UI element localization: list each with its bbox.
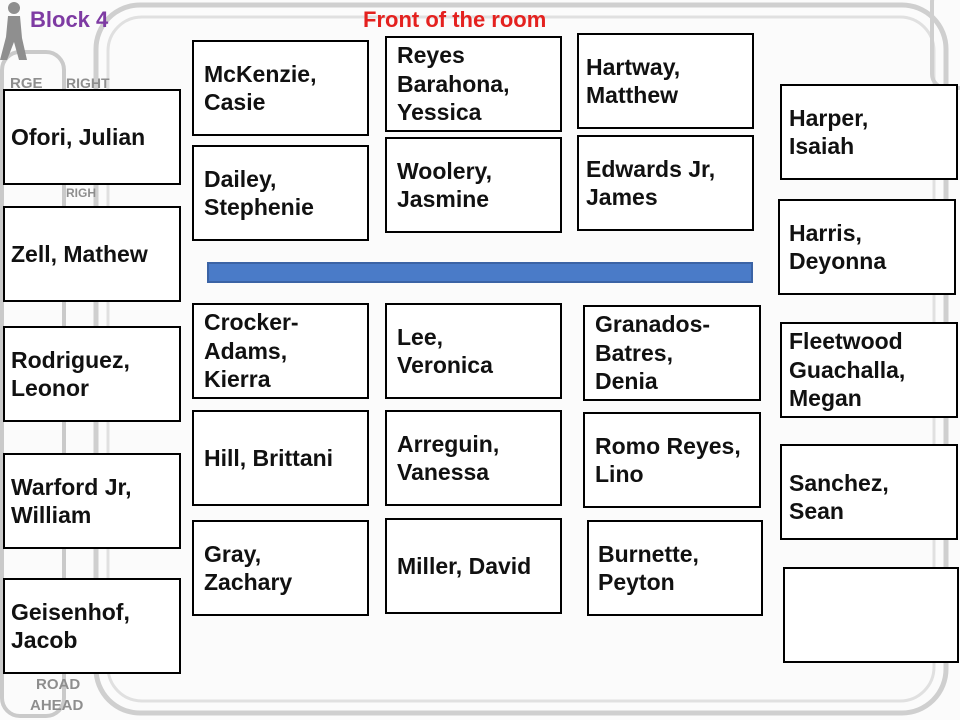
sign-text-fragment: ROAD: [36, 676, 80, 693]
seat-name-line: Lee,: [397, 323, 444, 350]
seat-name-line: Kierra: [204, 366, 271, 393]
seat-mckenzie-casie: McKenzie, Casie: [192, 40, 369, 136]
seat-zell-mathew: Zell, Mathew: [3, 206, 181, 302]
seat-name-line: Stephenie: [204, 194, 314, 220]
pedestrian-sign-icon: [0, 2, 27, 60]
seat-miller-david: Miller, David: [385, 518, 562, 614]
seat-name-line: Matthew: [586, 82, 678, 108]
seat-name-line: Miller, David: [397, 552, 532, 579]
seat-name-line: McKenzie,: [204, 60, 317, 87]
seat-name-line: Guachalla,: [789, 356, 906, 383]
seat-name-line: Sanchez,: [789, 469, 889, 496]
seat-lee-veronica: Lee, Veronica: [385, 303, 562, 399]
seat-name-line: Peyton: [598, 569, 675, 595]
seat-name-line: William: [11, 502, 92, 528]
seat-name-line: Ofori, Julian: [11, 123, 146, 150]
seat-name-line: Vanessa: [397, 459, 490, 485]
seat-burnette-peyton: Burnette, Peyton: [587, 520, 763, 616]
seat-name-line: Woolery,: [397, 157, 492, 184]
seat-dailey-stephenie: Dailey, Stephenie: [192, 145, 369, 241]
seat-geisenhof-jacob: Geisenhof, Jacob: [3, 578, 181, 674]
seat-granados-batres-denia: Granados- Batres, Denia: [583, 305, 761, 401]
seat-name-line: Zell, Mathew: [11, 240, 148, 267]
seat-name-line: Romo Reyes,: [595, 432, 741, 459]
seat-name-line: Leonor: [11, 375, 89, 401]
seat-name-line: Fleetwood: [789, 328, 903, 355]
seat-name-line: Megan: [789, 385, 862, 412]
seat-name-line: Edwards Jr,: [586, 155, 716, 182]
seat-name-line: Geisenhof,: [11, 598, 130, 625]
seat-name-line: Dailey,: [204, 165, 277, 192]
seat-name-line: Casie: [204, 89, 266, 115]
seat-woolery-jasmine: Woolery, Jasmine: [385, 137, 562, 233]
seat-edwards-james: Edwards Jr, James: [577, 135, 754, 231]
seat-name-line: Denia: [595, 368, 658, 395]
seat-hill-brittani: Hill, Brittani: [192, 410, 369, 506]
seat-name-line: Lino: [595, 461, 644, 487]
seat-name-line: Harris,: [789, 219, 862, 246]
seat-name-line: Hill, Brittani: [204, 444, 334, 471]
seat-name-line: Rodriguez,: [11, 346, 130, 373]
seat-name-line: Isaiah: [789, 133, 855, 159]
seat-name-line: Barahona,: [397, 70, 510, 97]
seat-ofori-julian: Ofori, Julian: [3, 89, 181, 185]
seat-name-line: Zachary: [204, 569, 293, 595]
seat-crocker-adams-kierra: Crocker- Adams, Kierra: [192, 303, 369, 399]
seat-reyes-barahona-yessica: Reyes Barahona, Yessica: [385, 36, 562, 132]
sign-text-fragment: RIGHT: [66, 75, 110, 91]
sign-text-fragment: RGE: [10, 75, 43, 92]
seat-warford-william: Warford Jr, William: [3, 453, 181, 549]
seat-name-line: Harper,: [789, 104, 869, 131]
seat-rodriguez-leonor: Rodriguez, Leonor: [3, 326, 181, 422]
sign-text-fragment: AHEAD: [30, 697, 84, 714]
block-label: Block 4: [30, 7, 109, 32]
seat-name-line: James: [586, 184, 658, 210]
seat-name-line: Gray,: [204, 540, 262, 567]
front-divider-bar: [207, 262, 753, 283]
seat-empty: [783, 567, 959, 663]
seat-arreguin-vanessa: Arreguin, Vanessa: [385, 410, 562, 506]
seat-name-line: Sean: [789, 498, 844, 524]
seat-gray-zachary: Gray, Zachary: [192, 520, 369, 616]
front-of-room-label: Front of the room: [363, 7, 547, 32]
seat-romo-reyes-lino: Romo Reyes, Lino: [583, 412, 761, 508]
seat-name-line: Crocker-: [204, 309, 299, 336]
seat-name-line: Deyonna: [789, 248, 887, 274]
seat-name-line: Jacob: [11, 627, 78, 653]
seat-fleetwood-guachalla-megan: Fleetwood Guachalla, Megan: [780, 322, 958, 418]
sign-text-fragment: RIGH: [66, 186, 96, 200]
seat-name-line: Arreguin,: [397, 430, 500, 457]
seat-harris-deyonna: Harris, Deyonna: [778, 199, 956, 295]
seat-name-line: Granados-: [595, 311, 711, 338]
seat-name-line: Veronica: [397, 352, 493, 378]
seat-name-line: Yessica: [397, 99, 482, 126]
seat-name-line: Adams,: [204, 337, 288, 364]
seat-name-line: Burnette,: [598, 540, 699, 567]
seat-sanchez-sean: Sanchez, Sean: [780, 444, 958, 540]
seat-name-line: Warford Jr,: [11, 473, 132, 500]
seat-name-line: Jasmine: [397, 186, 490, 212]
seat-hartway-matthew: Hartway, Matthew: [577, 33, 754, 129]
seat-name-line: Hartway,: [586, 53, 681, 80]
seat-name-line: Reyes: [397, 42, 465, 69]
seat-name-line: Batres,: [595, 339, 673, 366]
seat-harper-isaiah: Harper, Isaiah: [780, 84, 958, 180]
